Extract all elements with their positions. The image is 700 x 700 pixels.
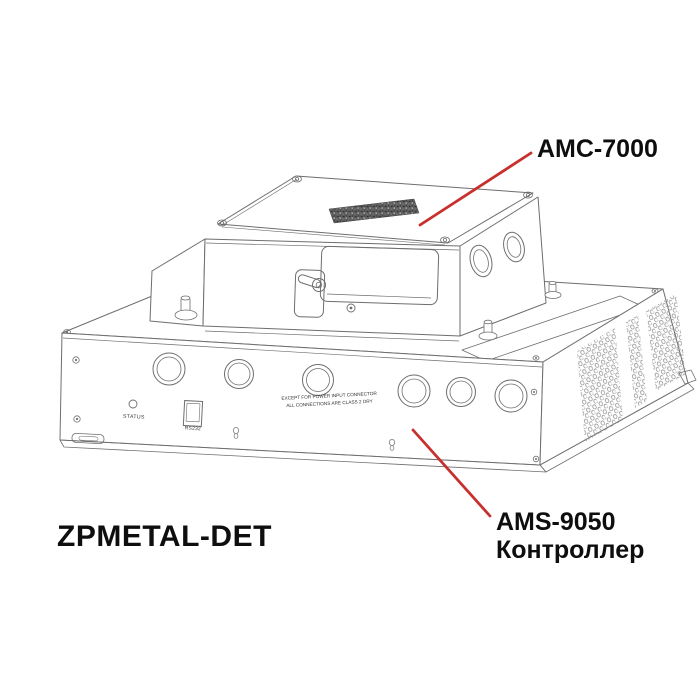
mounting-slot-left: [71, 432, 105, 445]
callout-line-amc: [418, 151, 533, 227]
front-panel-screws: [72, 356, 540, 463]
box-right-face: [459, 196, 547, 337]
box-knockout-oval-1: [469, 244, 493, 278]
ams-9050-model-text: AMS-9050: [496, 508, 616, 536]
latch: [293, 269, 326, 318]
product-label-sticker: [328, 198, 420, 224]
mounting-foot-back: [544, 280, 562, 299]
vent-grille-3: [646, 294, 686, 391]
amc-7000-box: [149, 175, 547, 342]
rs232-port: [182, 400, 204, 427]
box-front-face: [202, 238, 461, 337]
door-panel: [319, 245, 440, 306]
deck-corner-screws: [63, 288, 659, 361]
knockout-hole-6: [494, 379, 528, 413]
lid-corner-screws: [217, 175, 533, 244]
latch-handle: [297, 274, 322, 288]
callout-line-ams: [411, 428, 492, 518]
amc-7000-label: AMC-7000: [537, 135, 658, 163]
knockout-hole-5: [446, 377, 476, 407]
product-code-label: ZPMETAL-DET: [57, 520, 272, 553]
ams-9050-role-text: Контроллер: [496, 536, 645, 564]
mounting-foot-right: [678, 369, 697, 385]
knockout-hole-2: [224, 359, 254, 389]
vent-grille-1: [577, 328, 623, 442]
knockout-holes: [152, 352, 528, 413]
keyhole-slots: [233, 426, 395, 451]
ams-9050-label: AMS-9050 Контроллер: [496, 508, 644, 564]
knockout-hole-4: [397, 374, 431, 408]
box-mounting-feet: [174, 280, 562, 341]
mounting-foot-left: [174, 295, 198, 321]
bottom-flange-right: [539, 382, 695, 473]
box-front-screw: [346, 303, 356, 313]
latch-plate: [293, 269, 326, 318]
knockout-hole-3: [302, 364, 334, 396]
latch-knob: [312, 278, 326, 292]
knockout-hole-1: [152, 352, 186, 386]
mounting-foot-mid: [478, 319, 498, 341]
status-led: [128, 399, 138, 409]
vent-grille-2: [626, 315, 647, 408]
box-knockout-oval-2: [503, 231, 525, 263]
